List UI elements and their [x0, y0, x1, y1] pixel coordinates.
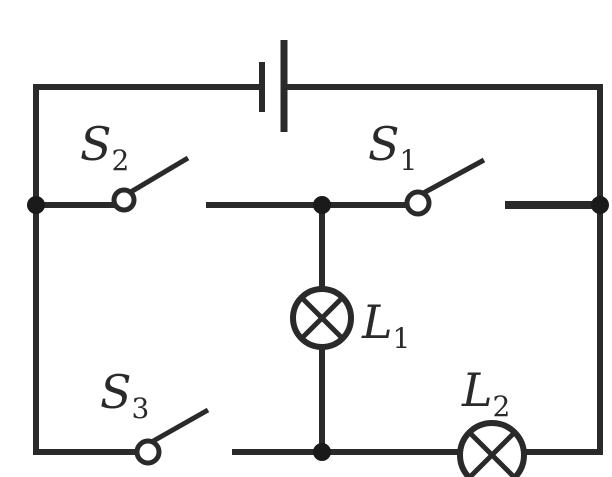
label-s2: S2 — [80, 117, 129, 177]
lamp-l2 — [457, 420, 527, 477]
switch-s3-pivot — [134, 438, 162, 466]
switch-s1-blade — [416, 157, 486, 199]
battery — [259, 40, 288, 132]
lamp-l1 — [290, 286, 354, 350]
label-l2: L2 — [461, 363, 510, 423]
top-right-wire — [284, 84, 603, 455]
switch-s1 — [404, 157, 486, 217]
junction-center-top — [313, 196, 331, 214]
lamp-l1-cross-b — [300, 296, 344, 340]
lamp-l2-circle — [457, 420, 527, 477]
switch-s2 — [111, 155, 190, 213]
switch-s2-pivot — [111, 187, 137, 213]
label-s3: S3 — [100, 365, 149, 425]
junction-right — [591, 196, 609, 214]
junction-center-bottom — [313, 443, 331, 461]
switch-s1-pivot — [404, 189, 432, 217]
outer-wires — [33, 84, 603, 455]
label-l1: L1 — [361, 295, 410, 355]
top-left-wire — [33, 84, 262, 455]
switch-s3 — [134, 407, 210, 466]
switch-s3-blade — [146, 407, 210, 447]
lamp-l2-cross-b — [468, 431, 516, 477]
junction-nodes — [27, 196, 609, 461]
junction-left — [27, 196, 45, 214]
switch-s2-blade — [122, 155, 190, 199]
label-s1: S1 — [368, 117, 417, 177]
